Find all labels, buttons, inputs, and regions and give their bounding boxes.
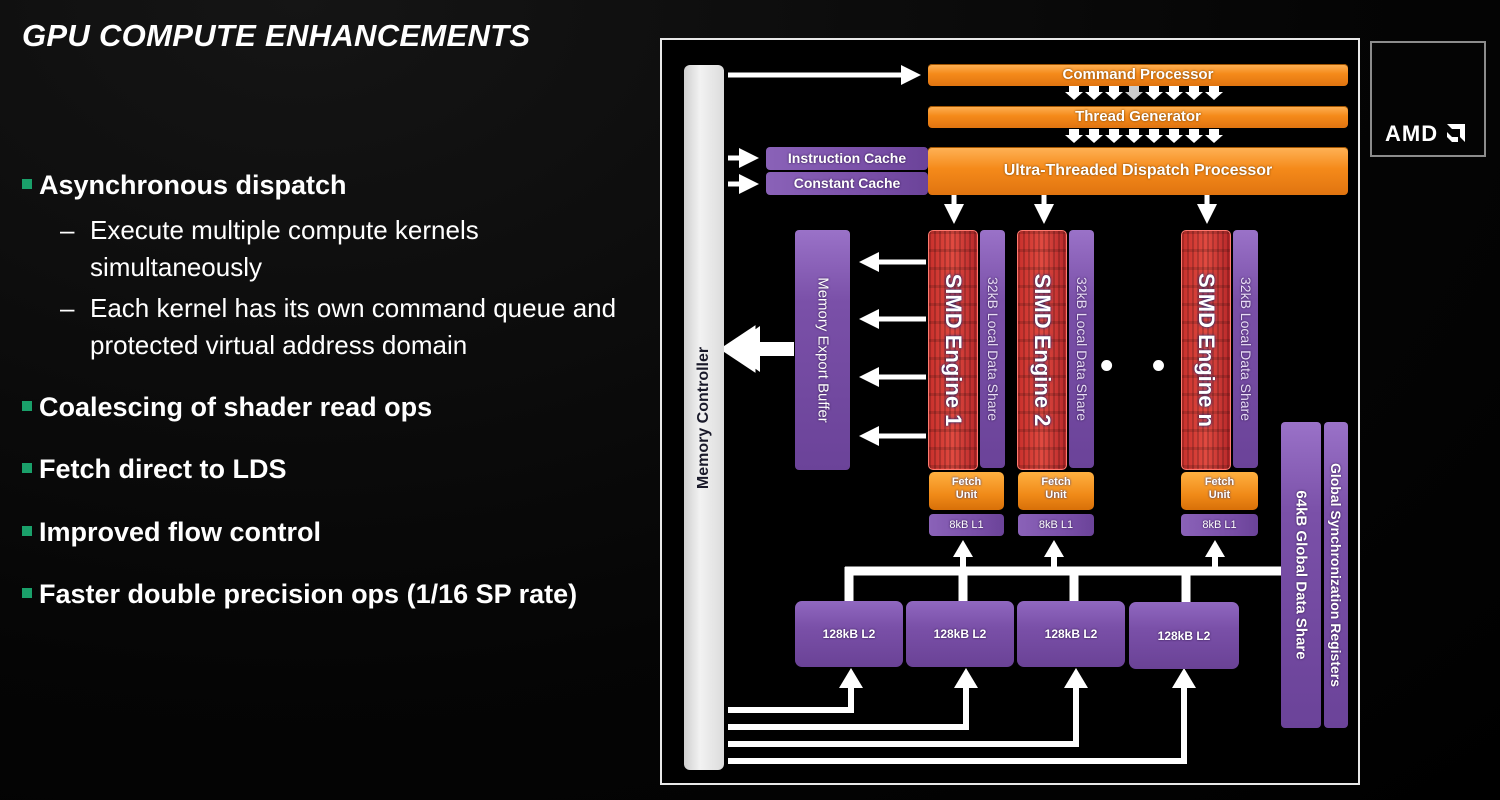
bullet-item: Improved flow control — [22, 517, 321, 548]
instruction-cache: Instruction Cache — [766, 147, 928, 170]
l2-cache-1: 128kB L2 — [795, 601, 903, 667]
bullet-square-icon — [22, 178, 32, 189]
l2-cache-2: 128kB L2 — [906, 601, 1014, 667]
arrow-up-icon — [953, 540, 973, 557]
bus-to-l1-arrows — [960, 555, 1218, 571]
global-data-share: 64kB Global Data Share — [1281, 422, 1321, 728]
arrow-head-icon — [728, 326, 760, 372]
arrow-row-cp-to-tg — [1065, 86, 1223, 100]
bullet-item: Asynchronous dispatch — [22, 170, 347, 201]
memctl-to-l2-lines — [728, 685, 1187, 764]
l1-cache-n: 8kB L1 — [1181, 514, 1258, 536]
simd-engine-2: SIMD Engine 2 — [1017, 230, 1067, 470]
bullet-item: Coalescing of shader read ops — [22, 392, 432, 423]
sub-bullet-item: –Each kernel has its own command queue a… — [60, 293, 617, 360]
arrow-up-icon — [1044, 540, 1064, 557]
constant-cache: Constant Cache — [766, 172, 928, 195]
bullet-square-icon — [22, 462, 32, 473]
local-data-share-1: 32kB Local Data Share — [980, 230, 1005, 468]
arrow-up-icon — [1064, 668, 1088, 688]
thread-generator: Thread Generator — [928, 106, 1348, 128]
local-data-share-n: 32kB Local Data Share — [1233, 230, 1258, 468]
arrow-up-icon — [954, 668, 978, 688]
bullet-square-icon — [22, 400, 32, 411]
sub-bullet-item: –Execute multiple compute kernels simult… — [60, 215, 479, 282]
ultra-threaded-dispatch-processor: Ultra-Threaded Dispatch Processor — [928, 147, 1348, 195]
simd-engine-1: SIMD Engine 1 — [928, 230, 978, 470]
arrow-up-icon — [839, 668, 863, 688]
bullet-item: Faster double precision ops (1/16 SP rat… — [22, 579, 577, 610]
l2-l1-bus — [844, 566, 1282, 604]
global-sync-registers: Global Synchronization Registers — [1324, 422, 1348, 728]
command-processor: Command Processor — [928, 64, 1348, 86]
l2-cache-4: 128kB L2 — [1129, 602, 1239, 669]
l2-cache-3: 128kB L2 — [1017, 601, 1125, 667]
simd-engine-n: SIMD Engine n — [1181, 230, 1231, 470]
arrow-up-icon — [1205, 540, 1225, 557]
memory-controller: Memory Controller — [684, 65, 724, 770]
l1-cache-1: 8kB L1 — [929, 514, 1004, 536]
memory-export-buffer: Memory Export Buffer — [795, 230, 850, 470]
arrow-row-tg-to-dispatch — [1065, 129, 1223, 143]
amd-arrow-icon — [1447, 124, 1466, 142]
slide-title: GPU COMPUTE ENHANCEMENTS — [22, 18, 531, 53]
bullet-item: Fetch direct to LDS — [22, 454, 287, 485]
l1-cache-2: 8kB L1 — [1018, 514, 1094, 536]
local-data-share-2: 32kB Local Data Share — [1069, 230, 1094, 468]
amd-logo: AMD — [1370, 41, 1486, 157]
bullet-square-icon — [22, 587, 32, 598]
arrow-up-icon — [1172, 668, 1196, 688]
bullet-square-icon — [22, 525, 32, 536]
